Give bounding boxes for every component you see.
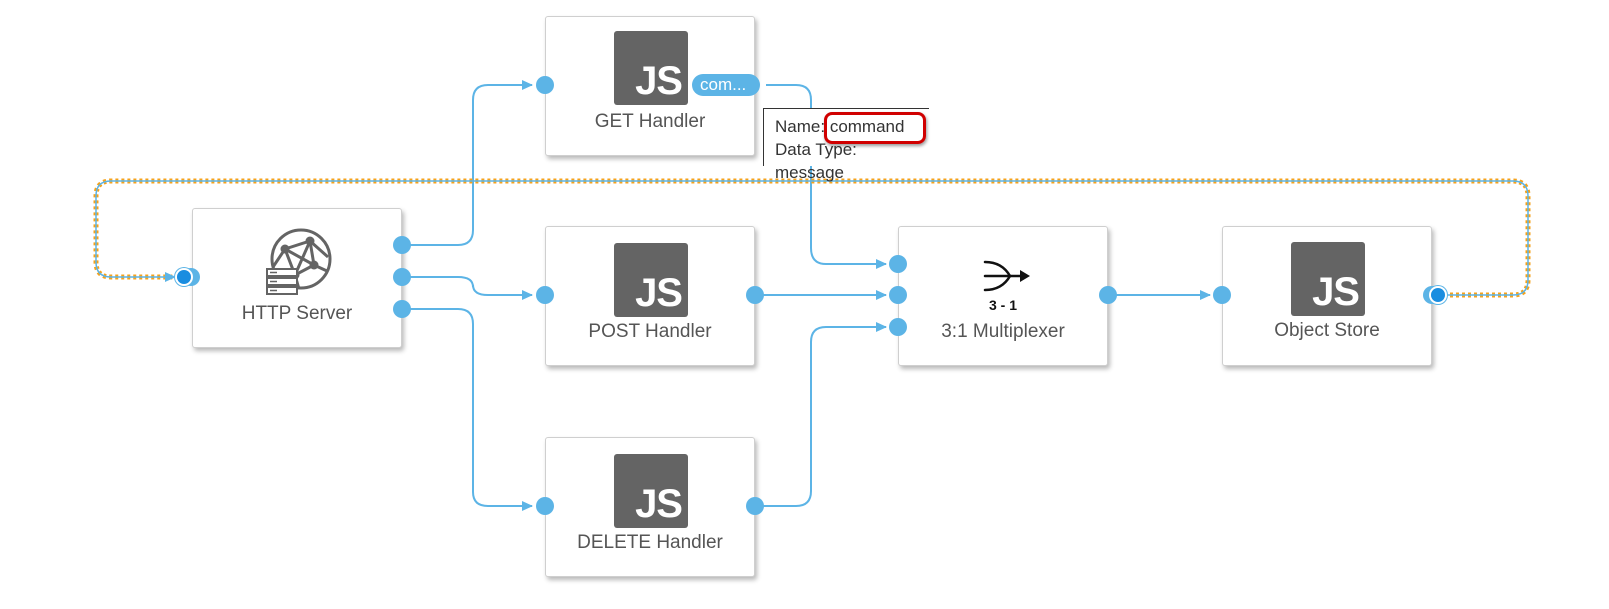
object-store-input-port[interactable]: [1213, 286, 1231, 304]
tooltip-name-highlight: [824, 112, 926, 144]
tooltip-type-row: Data Type: message: [775, 138, 919, 184]
tooltip-type-value: message: [775, 163, 844, 182]
node-label: Object Store: [1274, 320, 1380, 341]
get-handler-input-port[interactable]: [536, 76, 554, 94]
node-label: POST Handler: [588, 321, 712, 342]
wire-delete-mux[interactable]: [756, 326, 886, 507]
node-label: HTTP Server: [241, 303, 353, 324]
node-label: 3:1 Multiplexer: [941, 321, 1065, 342]
node-http-server[interactable]: HTTP Server: [192, 208, 402, 348]
tooltip-name-value: command: [829, 117, 905, 136]
post-handler-output-port[interactable]: [746, 286, 764, 304]
get-handler-output-port[interactable]: com...: [692, 74, 761, 96]
arrowhead: [522, 80, 533, 90]
wire-get-mux[interactable]: [766, 84, 886, 265]
http-server-output-port-delete[interactable]: [393, 300, 411, 318]
globe-server-icon: [266, 228, 332, 295]
node-delete-handler[interactable]: JS DELETE Handler: [545, 437, 755, 577]
http-server-output-port-get[interactable]: [393, 236, 411, 254]
arrowhead: [876, 322, 887, 332]
multiplexer-input-port-1[interactable]: [889, 255, 907, 273]
wire-http-post[interactable]: [402, 276, 532, 296]
http-server-input-port-selected[interactable]: [177, 270, 191, 284]
arrowhead: [522, 290, 533, 300]
multiplexer-input-port-2[interactable]: [889, 286, 907, 304]
tooltip-name-label: Name:: [775, 117, 826, 136]
js-icon: JS: [614, 454, 688, 528]
multiplexer-ratio-label: 3 - 1: [988, 297, 1017, 313]
node-post-handler[interactable]: JS POST Handler: [545, 226, 755, 366]
merge-arrow-icon: [983, 260, 1030, 292]
arrowhead: [522, 501, 533, 511]
http-server-output-port-post[interactable]: [393, 268, 411, 286]
tooltip-name-row: Name: command: [775, 115, 919, 138]
wire-http-get[interactable]: [402, 84, 532, 246]
arrowhead: [1200, 290, 1211, 300]
arrowhead: [876, 290, 887, 300]
post-handler-input-port[interactable]: [536, 286, 554, 304]
delete-handler-output-port[interactable]: [746, 497, 764, 515]
wire-http-delete[interactable]: [402, 308, 532, 507]
tooltip-type-label: Data Type:: [775, 140, 857, 159]
multiplexer-input-port-3[interactable]: [889, 318, 907, 336]
object-store-output-port-selected[interactable]: [1431, 288, 1445, 302]
js-icon: JS: [614, 31, 688, 105]
node-object-store[interactable]: JS Object Store: [1222, 226, 1432, 366]
port-tooltip: Name: command Data Type: message: [763, 108, 929, 182]
delete-handler-input-port[interactable]: [536, 497, 554, 515]
node-label: GET Handler: [594, 111, 706, 132]
js-icon: JS: [1291, 242, 1365, 316]
node-multiplexer[interactable]: 3 - 1 3:1 Multiplexer: [898, 226, 1108, 366]
node-label: DELETE Handler: [577, 532, 723, 553]
js-icon: JS: [614, 243, 688, 317]
wire-store-http-selected[interactable]: [95, 180, 1529, 296]
arrowhead: [165, 272, 176, 282]
node-get-handler[interactable]: JS GET Handler: [545, 16, 755, 156]
arrowhead: [876, 259, 887, 269]
multiplexer-output-port[interactable]: [1099, 286, 1117, 304]
